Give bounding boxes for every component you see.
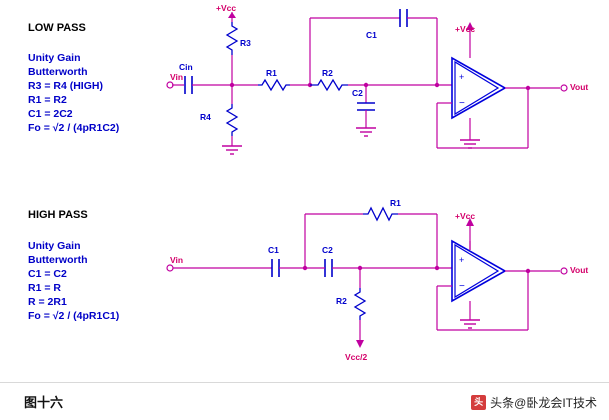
high-pass-title: HIGH PASS bbox=[28, 209, 88, 221]
high-pass-spec-1: Butterworth bbox=[28, 254, 88, 266]
low-pass-label-r1: R1 bbox=[266, 68, 277, 78]
low-pass-label-r2: R2 bbox=[322, 68, 333, 78]
svg-text:+: + bbox=[459, 72, 464, 82]
figure-caption: 图十六 bbox=[24, 395, 64, 410]
high-pass-label-r2: R2 bbox=[336, 296, 347, 306]
high-pass-label-r1: R1 bbox=[390, 198, 401, 208]
low-pass-label-r3: R3 bbox=[240, 38, 251, 48]
high-pass-label-vin: Vin bbox=[170, 255, 184, 265]
watermark-logo-icon: 头 bbox=[471, 395, 487, 410]
low-pass-schematic: + − bbox=[166, 9, 568, 155]
low-pass-label-vin: Vin bbox=[170, 72, 184, 82]
low-pass-label-vout: Vout bbox=[570, 82, 589, 92]
low-pass-spec-5: Fo = √2 / (4pR1C2) bbox=[28, 122, 120, 134]
high-pass-spec-5: Fo = √2 / (4pR1C1) bbox=[28, 310, 120, 322]
high-pass-schematic: + − bbox=[166, 206, 568, 348]
high-pass-label-vcc-half: Vcc/2 bbox=[345, 352, 368, 362]
high-pass-spec-2: C1 = C2 bbox=[28, 268, 67, 280]
low-pass-spec-1: Butterworth bbox=[28, 66, 88, 78]
low-pass-label-c1: C1 bbox=[366, 30, 377, 40]
high-pass-label-c1: C1 bbox=[268, 245, 279, 255]
svg-text:+: + bbox=[459, 255, 464, 265]
low-pass-title: LOW PASS bbox=[28, 22, 86, 34]
low-pass-label-c2: C2 bbox=[352, 88, 363, 98]
low-pass-label-vcc-opamp: +Vcc bbox=[455, 24, 476, 34]
high-pass-label-c2: C2 bbox=[322, 245, 333, 255]
svg-text:−: − bbox=[459, 98, 465, 109]
low-pass-spec-4: C1 = 2C2 bbox=[28, 108, 73, 120]
low-pass-spec-3: R1 = R2 bbox=[28, 94, 67, 106]
svg-text:−: − bbox=[459, 281, 465, 292]
footer-divider bbox=[0, 382, 609, 383]
high-pass-label-vcc-opamp: +Vcc bbox=[455, 211, 476, 221]
low-pass-label-vcc-top: +Vcc bbox=[216, 3, 237, 13]
high-pass-spec-0: Unity Gain bbox=[28, 240, 81, 252]
low-pass-spec-0: Unity Gain bbox=[28, 52, 81, 64]
high-pass-spec-3: R1 = R bbox=[28, 282, 61, 294]
low-pass-spec-2: R3 = R4 (HIGH) bbox=[28, 80, 103, 92]
low-pass-label-r4: R4 bbox=[200, 112, 211, 122]
low-pass-label-cin: Cin bbox=[179, 62, 193, 72]
watermark-text: 头条@卧龙会IT技术 bbox=[490, 396, 597, 410]
watermark: 头 头条@卧龙会IT技术 bbox=[471, 394, 597, 411]
high-pass-label-vout: Vout bbox=[570, 265, 589, 275]
high-pass-spec-4: R = 2R1 bbox=[28, 296, 67, 308]
